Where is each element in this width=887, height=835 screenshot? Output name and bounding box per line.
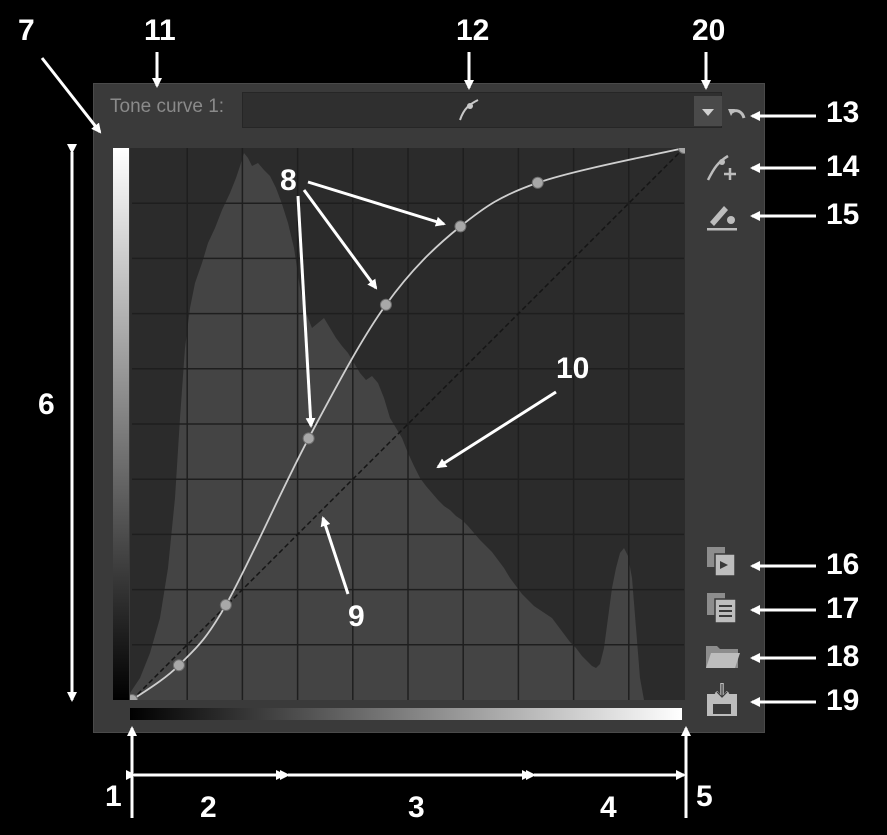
annotation-18: 18 <box>826 640 860 673</box>
curve-type-icon <box>459 99 479 121</box>
paste-icon[interactable] <box>704 590 740 626</box>
annotation-1: 1 <box>105 780 122 813</box>
annotation-20: 20 <box>692 14 726 47</box>
curve-control-point[interactable] <box>219 599 232 612</box>
annotation-4: 4 <box>600 791 617 824</box>
annotation-9: 9 <box>348 600 365 633</box>
annotation-2: 2 <box>200 791 217 824</box>
curve-control-point[interactable] <box>531 176 544 189</box>
copy-icon[interactable] <box>704 544 740 580</box>
annotation-11: 11 <box>144 14 176 47</box>
annotation-16: 16 <box>826 548 860 581</box>
add-point-icon[interactable] <box>704 150 740 186</box>
curve-control-point[interactable] <box>379 298 392 311</box>
edit-point-icon[interactable] <box>704 198 740 234</box>
annotation-8: 8 <box>280 164 297 197</box>
chevron-down-icon[interactable] <box>694 96 722 126</box>
annotation-3: 3 <box>408 791 425 824</box>
curve-plot[interactable] <box>126 142 690 706</box>
curve-control-point[interactable] <box>172 659 185 672</box>
annotation-14: 14 <box>826 150 860 183</box>
annotation-19: 19 <box>826 684 860 717</box>
input-gradient-bar <box>130 708 682 720</box>
annotation-7: 7 <box>18 14 35 47</box>
tone-curve-label: Tone curve 1: <box>110 96 225 117</box>
save-icon[interactable] <box>704 682 740 718</box>
annotation-13: 13 <box>826 96 860 129</box>
annotation-12: 12 <box>456 14 490 47</box>
annotation-15: 15 <box>826 198 860 231</box>
curve-type-dropdown[interactable] <box>242 92 722 128</box>
curve-editor[interactable] <box>126 142 690 706</box>
annotation-6: 6 <box>38 388 55 421</box>
undo-icon[interactable] <box>724 100 752 128</box>
annotation-10: 10 <box>556 352 590 385</box>
curve-control-point[interactable] <box>302 432 315 445</box>
annotation-5: 5 <box>696 780 713 813</box>
grid <box>132 148 684 700</box>
output-gradient-bar <box>113 148 129 700</box>
histogram <box>130 153 644 700</box>
curve-control-point[interactable] <box>454 220 467 233</box>
folder-icon[interactable] <box>704 638 740 674</box>
annotation-17: 17 <box>826 592 860 625</box>
